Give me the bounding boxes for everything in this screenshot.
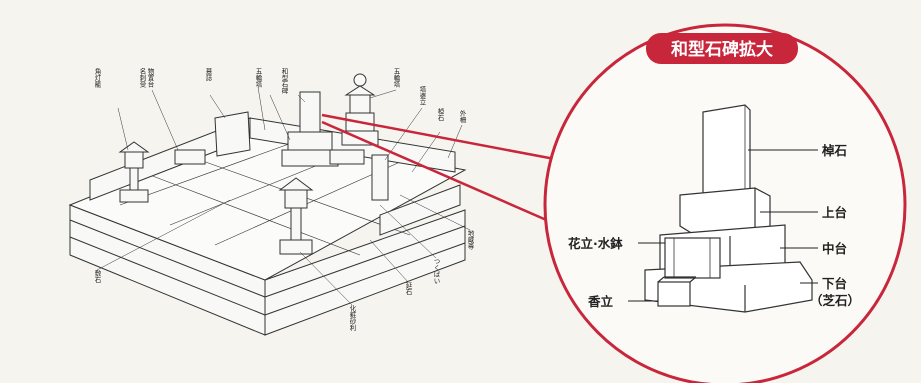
label-kakudoro: 角灯籠 bbox=[93, 67, 101, 89]
zoom-title-badge bbox=[646, 33, 798, 64]
label-tsukubai: つくばい bbox=[432, 258, 440, 284]
label-koudate: 香立 bbox=[587, 294, 614, 309]
saoishi-stone bbox=[702, 104, 751, 201]
label-gedai: 下台 bbox=[822, 276, 847, 291]
label-keshou: 化粧砂利 bbox=[348, 304, 356, 332]
label-tourou: 塔婆立 bbox=[418, 85, 426, 106]
label-gorin-s: 五輪塔 bbox=[392, 68, 400, 89]
label-gorintou: 五輪塔 bbox=[254, 68, 262, 89]
label-shiki: 敷石 bbox=[93, 269, 101, 285]
label-meishi: 名刺受 bbox=[138, 67, 146, 89]
base-tier-right bbox=[264, 209, 466, 336]
lantern-front bbox=[278, 177, 314, 255]
boshi-plate bbox=[214, 111, 251, 157]
label-motsuokidai: 物置台 bbox=[146, 67, 154, 89]
overview-label-texts: 角灯籠 名刺受 物置台 墓誌 五輪塔 和型石碑 五輪塔 塔婆立 棹石 外柵 地蔵… bbox=[93, 67, 474, 332]
label-rinseki: 棹石 bbox=[436, 107, 444, 123]
zoom-leaders bbox=[628, 149, 818, 302]
overview-labels bbox=[96, 86, 471, 306]
label-gaisaku: 外柵 bbox=[458, 109, 466, 124]
hanatate-stone bbox=[664, 237, 721, 279]
label-saoishi: 棹石 bbox=[822, 143, 847, 158]
label-shibaishi: （芝石） bbox=[810, 293, 860, 308]
label-wagata: 和型石碑 bbox=[280, 67, 288, 96]
zoom-title: 和型石碑拡大 bbox=[671, 39, 773, 60]
label-hanatate: 花立·水鉢 bbox=[568, 236, 623, 251]
monument-enlarged bbox=[644, 104, 813, 313]
fence-front-right bbox=[379, 184, 461, 236]
label-chikou: 地蔵尊 bbox=[466, 229, 474, 251]
toba-stand bbox=[371, 154, 389, 201]
lantern-left bbox=[118, 141, 150, 203]
label-joudai: 上台 bbox=[822, 205, 847, 220]
label-nobeishi: 延石 bbox=[404, 281, 412, 297]
label-boshi: 墓誌 bbox=[204, 67, 212, 82]
grave-plot-illustration bbox=[68, 73, 467, 336]
label-chudai: 中台 bbox=[822, 241, 847, 256]
koudate-stone bbox=[657, 281, 691, 307]
zoom-connector bbox=[321, 113, 561, 224]
monument-small-top bbox=[299, 91, 321, 133]
